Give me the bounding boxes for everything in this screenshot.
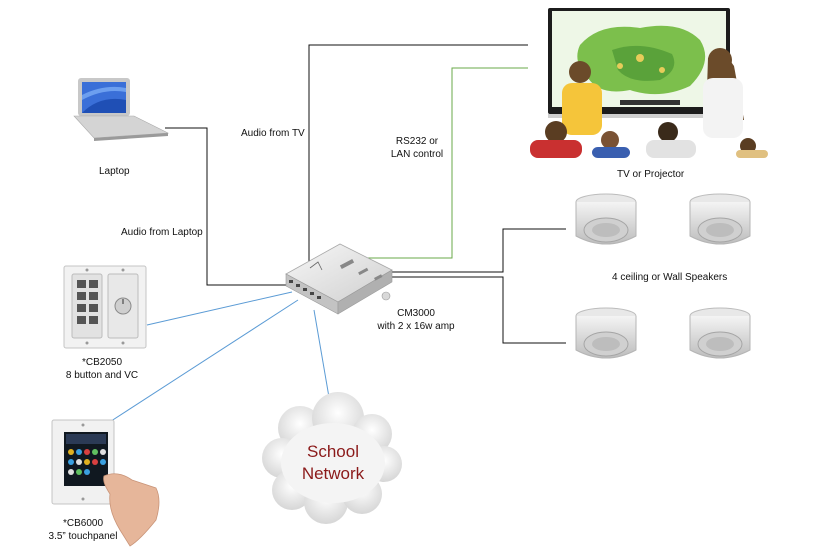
control-wire [355,67,548,259]
controller-icon [285,243,393,315]
cb2050-label-line2: 8 button and VC [65,370,139,381]
laptop-label: Laptop [99,166,130,177]
rs232-label-line1: RS232 or [395,136,439,147]
audio-from-laptop-label: Audio from Laptop [121,227,203,238]
cm3000-label: CM3000 with 2 x 16w amp [364,307,468,333]
speaker-wire-bottom [380,276,566,344]
school-network-label: School Network [283,441,383,485]
smartboard-icon [528,8,768,158]
school-network-label-line1: School [307,442,359,461]
ceiling-speaker-icon [689,193,751,245]
cloud-icon [262,392,402,524]
laptop-icon [73,78,170,141]
cb6000-label: *CB6000 3.5” touchpanel [40,517,126,543]
audio-from-laptop-wire [165,127,291,286]
cb2050-label-line1: *CB2050 [81,357,123,368]
speaker-wire-top [380,228,566,273]
touchpanel-icon [51,419,160,547]
wires [104,44,566,426]
cb2050-network-wire [146,291,293,326]
cb2050-label: *CB2050 8 button and VC [54,356,150,382]
wall-panel-icon [63,265,147,349]
cb6000-label-line1: *CB6000 [62,518,104,529]
cm3000-label-line1: CM3000 [397,308,435,319]
school-network-label-line2: Network [301,464,365,483]
audio-from-tv-wire [308,44,548,262]
rs232-label: RS232 or LAN control [386,135,448,161]
ceiling-speaker-icon [575,193,637,245]
ceiling-speaker-icon [575,307,637,359]
audio-from-tv-label: Audio from TV [241,128,305,139]
cb6000-label-line2: 3.5” touchpanel [48,531,118,542]
rs232-label-line2: LAN control [390,149,444,160]
speakers-label: 4 ceiling or Wall Speakers [612,272,728,283]
school-network-wire [313,309,331,404]
ceiling-speaker-icon [689,307,751,359]
cb6000-network-wire [104,299,299,426]
tv-projector-label: TV or Projector [617,169,685,180]
cm3000-label-line2: with 2 x 16w amp [377,321,455,332]
